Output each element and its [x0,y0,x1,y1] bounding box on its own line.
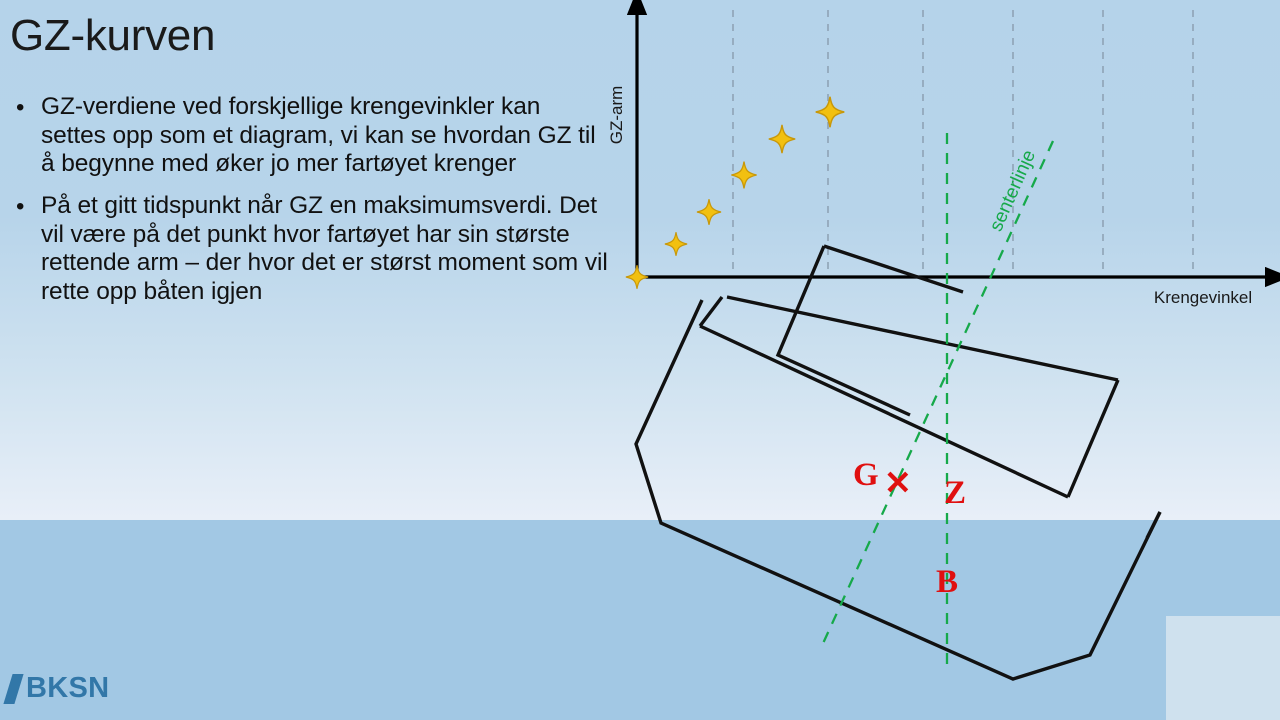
data-point-star [696,198,722,226]
hull-sheer-line [699,324,1069,499]
page-title: GZ-kurven [10,11,216,60]
chart-data-points [625,96,846,290]
list-item: • GZ-verdiene ved forskjellige krengevin… [8,93,608,179]
y-axis-label: GZ-arm [607,86,626,145]
data-point-star [625,264,649,290]
centerline-group [818,133,1055,672]
bksn-logo: BKSN [3,672,110,705]
list-item: • På et gitt tidspunkt når GZ en maksimu… [8,192,608,307]
label-z: Z [944,475,966,511]
webcam-background [1166,616,1280,720]
deckhouse-top [823,244,964,294]
hull-deck-line [726,295,1119,382]
data-point-star [768,124,796,154]
ship-centerline [818,140,1055,651]
label-g: G [853,457,879,493]
ship-hull [634,244,1162,681]
data-point-star [730,160,758,190]
logo-text: BKSN [26,672,110,704]
bullet-marker: • [16,192,25,220]
hull-bow-tick [698,295,724,328]
chart-axes [626,0,1280,288]
bullet-text: På et gitt tidspunkt når GZ en maksimums… [41,191,608,305]
hull-bottom-outline [634,299,1162,681]
hull-stern-line [1066,379,1120,498]
bullet-list: • GZ-verdiene ved forskjellige krengevin… [8,93,608,320]
chart-gridlines [732,10,1194,277]
presenter-webcam[interactable] [1166,616,1280,720]
data-point-star [814,96,846,128]
data-point-star [664,231,688,257]
hull-stern-tick [1145,511,1162,539]
x-axis-label: Krengevinkel [1154,288,1252,307]
deckhouse-outline [775,245,911,417]
bullet-text: GZ-verdiene ved forskjellige krengevinkl… [41,93,596,178]
label-g-cross-marker: ✕ [884,466,912,502]
water-region [0,520,1280,720]
bullet-marker: • [16,94,25,121]
label-b: B [936,564,958,600]
